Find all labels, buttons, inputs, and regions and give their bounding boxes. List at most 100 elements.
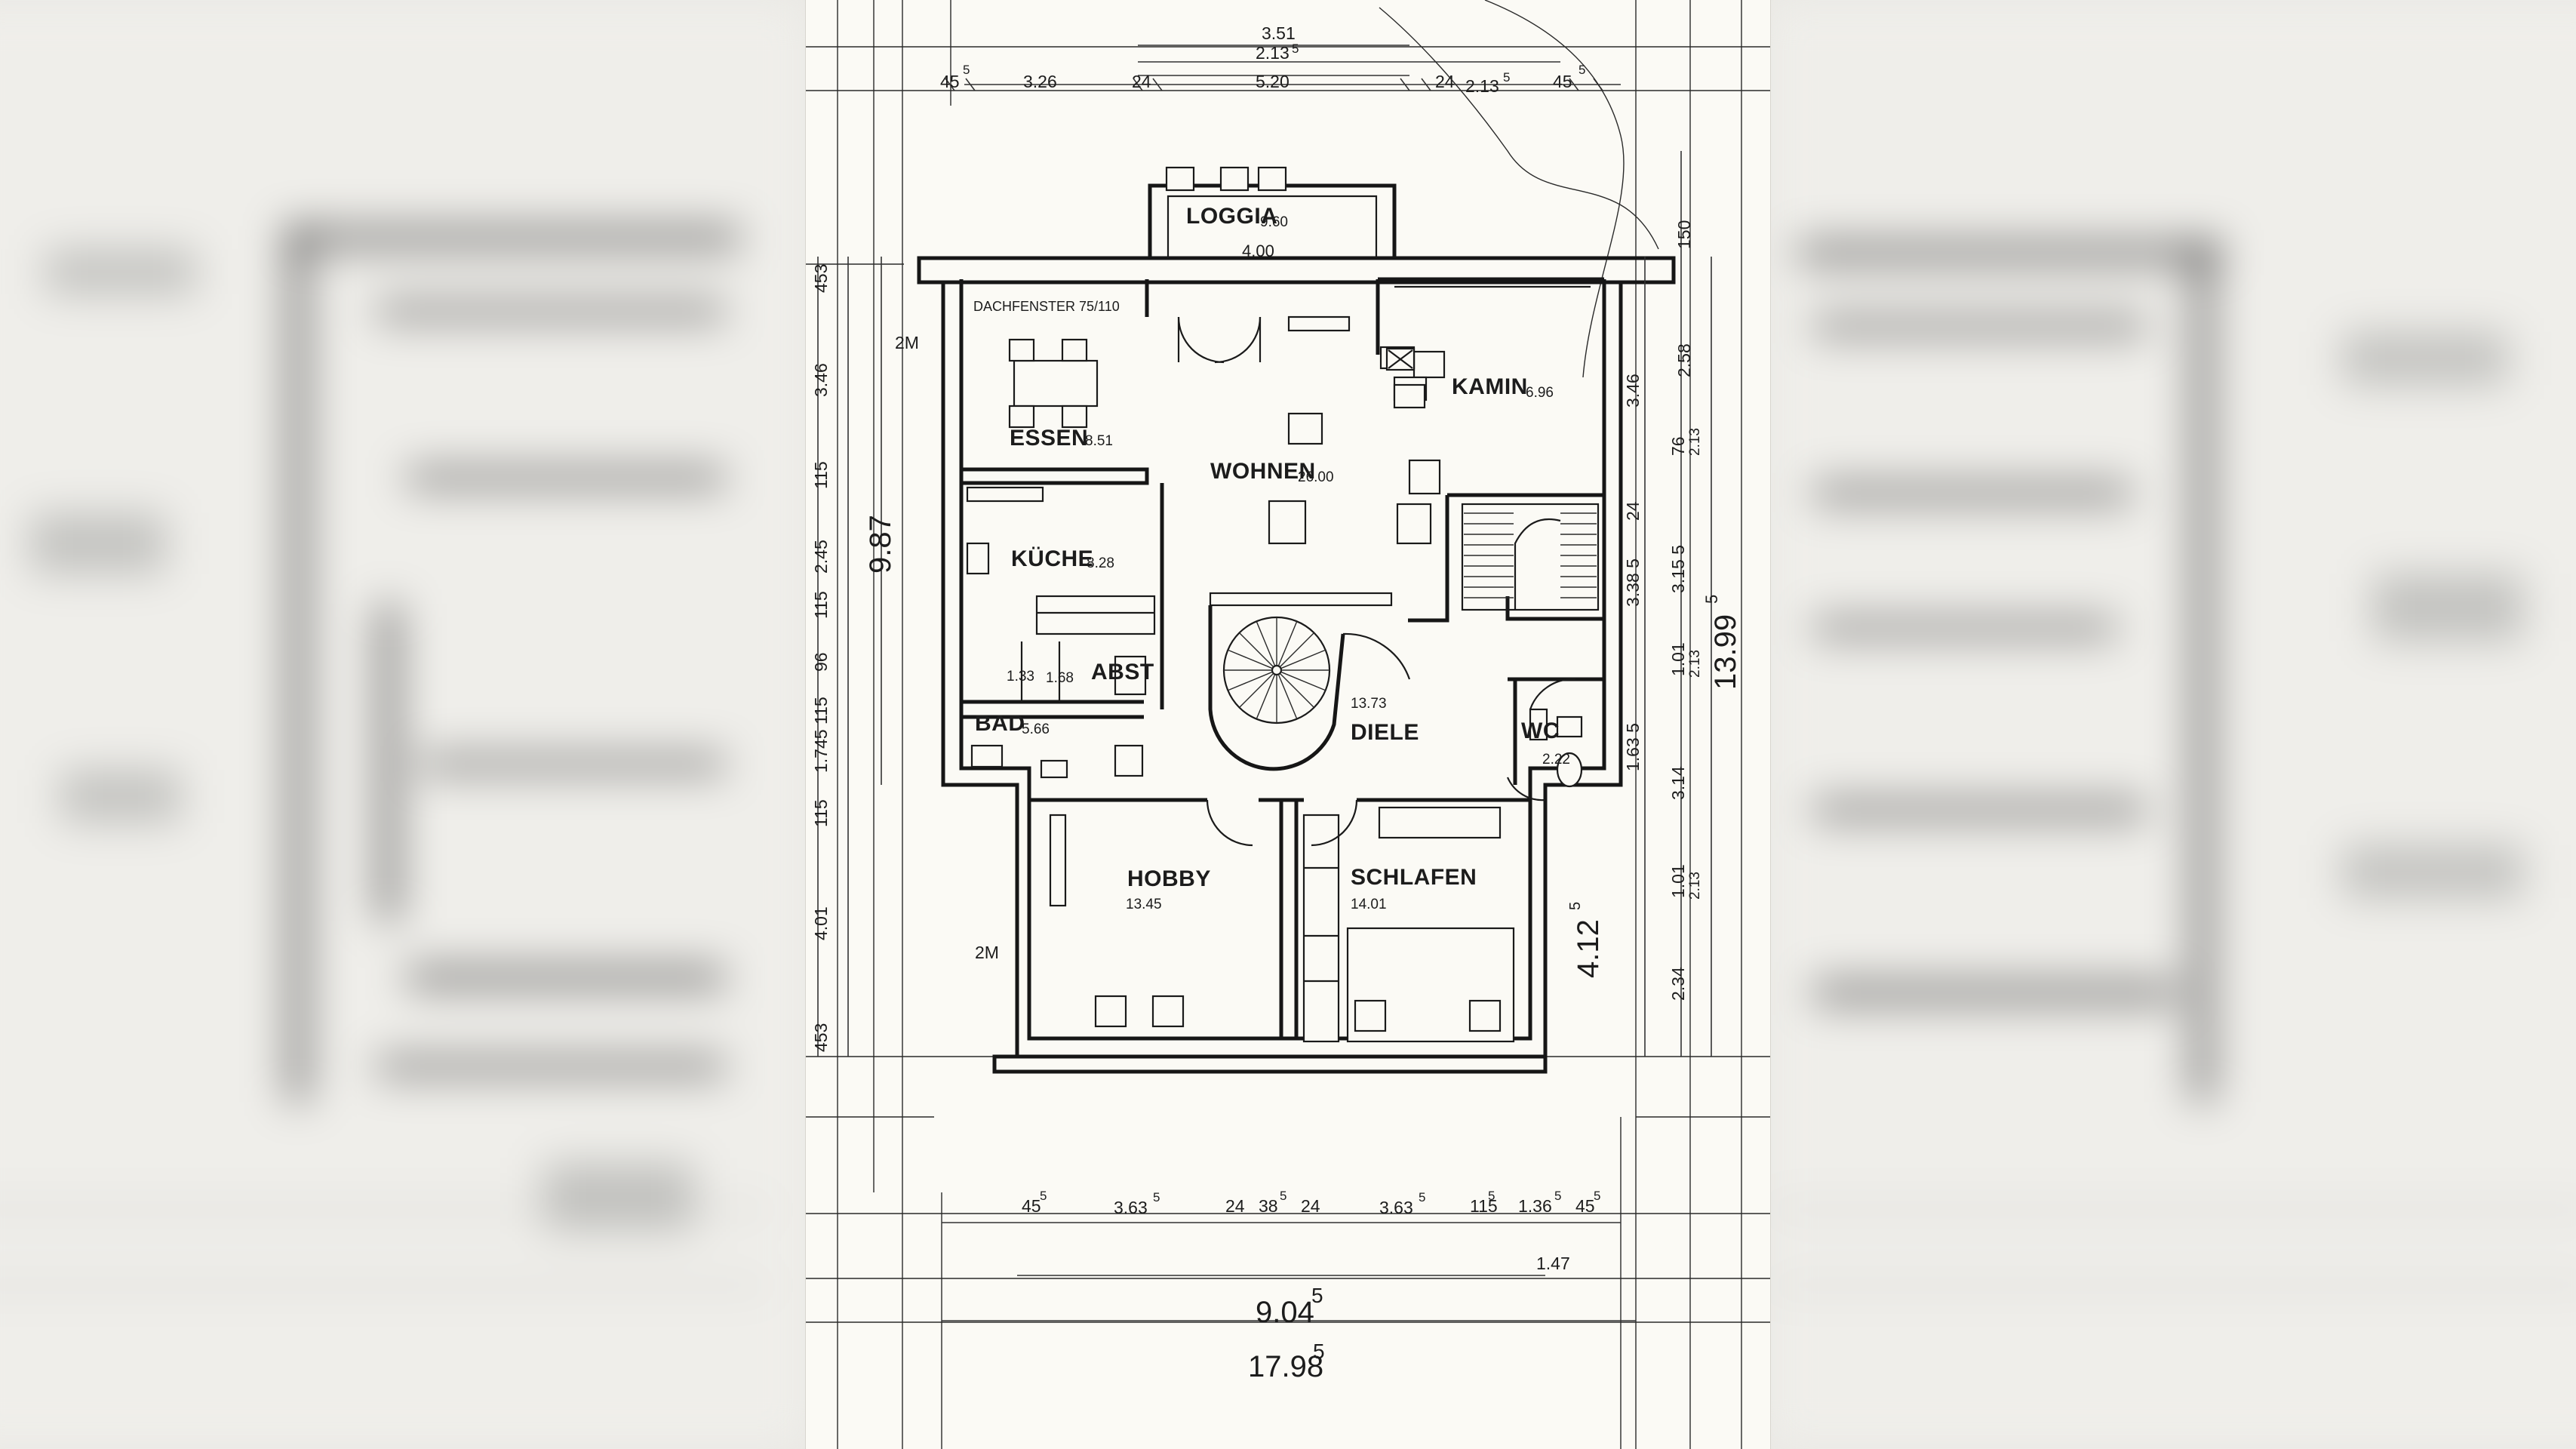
dim-dims_bottom-b147: 1.47 [1536,1254,1570,1273]
dim-dims_bottom-b385: 38 [1259,1196,1278,1216]
dim-top-520: 5.20 [1256,72,1290,91]
room-area-wohnen: 26.00 [1298,469,1334,485]
label-2m-essen: 2M [895,333,919,352]
interior-walls [961,277,1604,1038]
dim-dims_right-d213c: 2.13 [1687,428,1703,456]
dim-dims_right-d150: 150 [1674,220,1694,249]
room-name-essen: ESSEN [1010,426,1088,451]
room-name-diele: DIELE [1351,720,1419,745]
dim-dims_bottom-b3635a: 3.63 [1114,1198,1148,1217]
abst-dim-b: 1.68 [1046,670,1074,686]
floor-plan-drawing: 3.51 2.13 5 5.20 45 5 3.26 24 24 2.13 5 … [806,0,1770,1449]
spiral-tread [1280,649,1326,669]
dim-dims_bottom-b17985: 17.98 [1248,1350,1323,1383]
dim-dims_bottom-sup5: 5 [1594,1189,1600,1203]
dim-top-213: 2.13 [1465,76,1499,96]
dim-dims_bottom-sup5: 5 [1419,1190,1425,1204]
room-area-bad: 5.66 [1022,721,1050,737]
dim-top-sup: 5 [1292,42,1299,56]
dim-top-326: 3.26 [1023,72,1057,91]
right-dimensions: 150 2.58 3.46 76 2.13 24 3.38 5 3.15 5 1… [1567,151,1742,1057]
room-name-hobby: HOBBY [1127,866,1211,891]
dim-dims_left-d1745: 1.745 [811,729,831,773]
left-dimensions: 453 3.46 115 2.45 115 96 115 1.745 115 4… [811,257,897,1057]
dim-dims_bottom-sup5: 5 [1280,1189,1286,1203]
dim-dims_left-d115b: 115 [811,591,831,619]
dim-dims_bottom-b1365: 1.36 [1518,1196,1552,1216]
dim-dims_right-d3155: 3.15 5 [1668,545,1688,593]
dim-dims_left-d987: 9.87 [864,515,897,574]
blurred-backdrop-left [0,0,807,1449]
dim-top-45-sup: 5 [963,63,970,77]
spiral-tread [1239,632,1274,668]
room-width-loggia: 4.00 [1242,242,1274,260]
room-name-loggia: LOGGIA [1186,204,1277,229]
essen-note: DACHFENSTER 75/110 [973,299,1120,314]
dim-dims_right-d213d: 2.13 [1687,650,1703,678]
spiral-tread [1279,672,1314,708]
fireplace [1385,347,1426,409]
dim-dims_bottom-b24b: 24 [1301,1196,1320,1216]
dim-dims_right-d4125: 4.12 [1572,919,1605,978]
dim-top-24a: 24 [1132,72,1151,91]
spiral-tread [1228,671,1273,691]
dim-top-213-sup: 5 [1503,70,1510,85]
dim-dims_left-d115c: 115 [811,697,831,724]
room-labels: LOGGIA 9.60 4.00 DACHFENSTER 75/110 ESSE… [895,204,1570,962]
dim-dims_bottom-b24a: 24 [1225,1196,1245,1216]
dim-dims_bottom-sup5: 5 [1313,1340,1325,1363]
dim-dims_bottom-b9045: 9.04 [1256,1296,1314,1329]
room-name-kueche: KÜCHE [1011,546,1093,571]
dim-dims_left-d401: 4.01 [811,906,831,940]
dim-dims_left-d453a: 453 [811,264,831,293]
label-2m-hobby: 2M [975,943,999,962]
pencil-contour-line [1379,7,1659,250]
dim-dims_right-sup5: 5 [1702,595,1721,604]
dim-dims_left-d115a: 115 [811,461,831,489]
room-area-essen: 8.51 [1085,433,1113,449]
dim-dims_bottom-sup5: 5 [1153,1190,1160,1204]
dim-dims_right-d346r: 3.46 [1623,374,1643,408]
spiral-tread [1239,672,1274,708]
dim-dims_bottom-b455r: 45 [1575,1196,1595,1216]
dim-dims_right-d3385: 3.38 5 [1623,558,1643,607]
dim-top-351: 3.51 [1262,23,1296,43]
room-name-wc: WC [1521,718,1560,743]
dim-dims_right-d1635: 1.63 5 [1623,723,1643,771]
dim-top-24b: 24 [1435,72,1455,91]
room-name-bad: BAD [975,711,1025,736]
room-area-kamin: 6.96 [1526,385,1554,401]
room-area-loggia: 9.60 [1260,214,1288,230]
dim-dims_right-d213e: 2.13 [1687,872,1703,900]
room-area-diele: 13.73 [1351,696,1387,712]
dim-top-45r: 45 [1553,72,1572,91]
dim-dims_left-d115d: 115 [811,799,831,827]
dim-dims_right-d101b: 1.01 [1668,864,1688,898]
living-furniture [1177,315,1446,545]
top-dimensions: 3.51 2.13 5 5.20 45 5 3.26 24 24 2.13 5 … [940,0,1659,378]
dim-dims_bottom-b455: 45 [1022,1196,1041,1216]
dim-dims_right-d258: 2.58 [1674,343,1694,377]
dim-dims_left-d453b: 453 [811,1023,831,1052]
spiral-tread [1277,621,1298,666]
spiral-tread [1277,674,1298,719]
dim-dims_left-d245: 2.45 [811,540,831,574]
room-area-kueche: 8.28 [1087,555,1114,571]
dim-top-45r-sup: 5 [1578,63,1585,77]
dim-dims_right-d101a: 1.01 [1668,642,1688,676]
spiral-tread [1228,649,1273,669]
dim-dims_right-d234: 2.34 [1668,967,1688,1001]
spiral-tread [1256,621,1276,666]
dim-top-45: 45 [940,72,960,91]
room-area-schlafen: 14.01 [1351,897,1387,912]
dim-dims_bottom-sup5: 5 [1311,1284,1323,1307]
room-name-wohnen: WOHNEN [1210,459,1316,484]
sanitary-fixtures [1529,678,1583,788]
pencil-contour-line-2 [1484,0,1625,378]
dim-dims_right-d24r: 24 [1623,501,1643,521]
dim-dims_right-d314: 3.14 [1668,766,1688,800]
spiral-tread [1280,671,1326,691]
floor-plan-sheet: 3.51 2.13 5 5.20 45 5 3.26 24 24 2.13 5 … [806,0,1770,1449]
dim-dims_right-sup5: 5 [1567,902,1584,910]
